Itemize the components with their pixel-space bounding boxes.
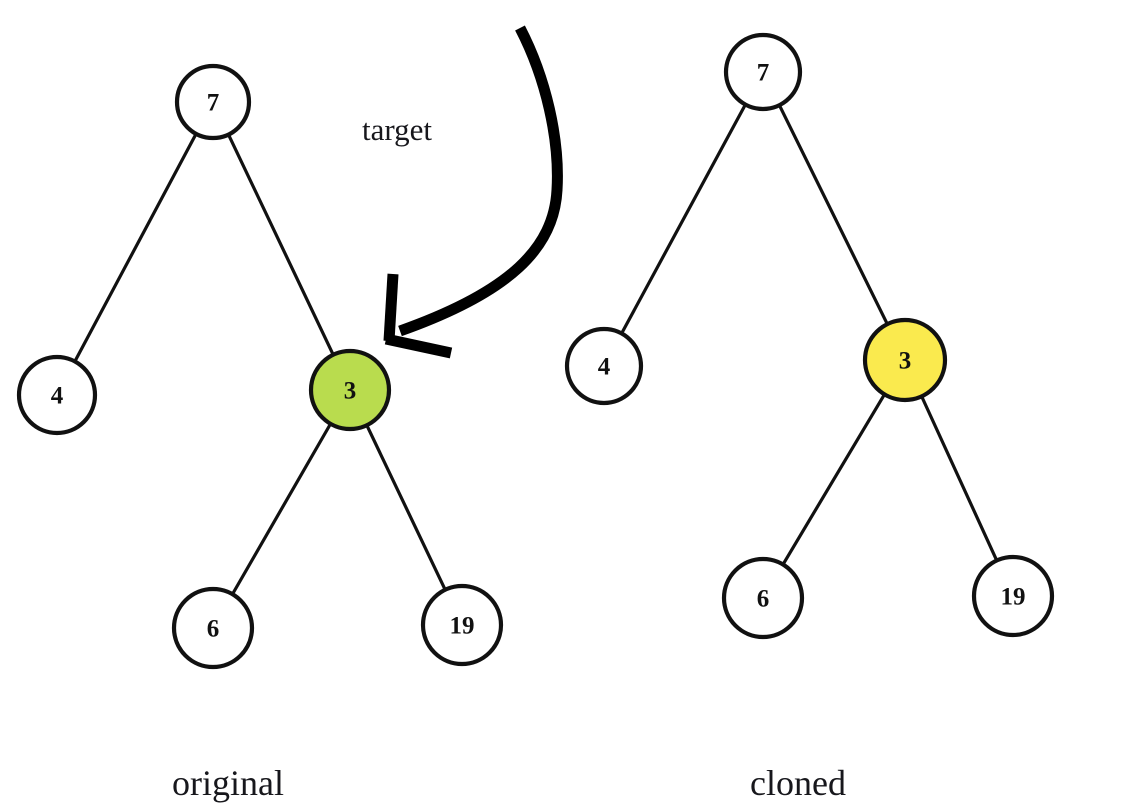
target-arrowhead-upper-icon <box>383 273 399 342</box>
tree-node-c-7[interactable]: 7 <box>723 32 803 112</box>
node-value-o-4: 4 <box>51 383 64 410</box>
node-shape-c-7[interactable] <box>723 32 803 112</box>
node-value-o-7: 7 <box>207 90 220 117</box>
tree-node-o-4[interactable]: 4 <box>16 354 98 436</box>
node-value-c-3: 3 <box>899 348 912 375</box>
tree-edge-o-7-to-o-3 <box>226 131 336 358</box>
target-annotation-label: target <box>362 112 432 147</box>
node-shape-c-3[interactable] <box>862 317 948 403</box>
tree-edge-o-3-to-o-19 <box>364 422 448 593</box>
tree-node-c-4[interactable]: 4 <box>564 326 644 406</box>
tree-node-o-19[interactable]: 19 <box>420 583 504 667</box>
node-shape-o-3[interactable] <box>308 348 392 432</box>
target-arrow-shaft-icon <box>398 25 563 337</box>
node-value-o-3: 3 <box>344 378 357 405</box>
tree-edge-o-3-to-o-6 <box>230 420 333 598</box>
node-shape-o-4[interactable] <box>16 354 98 436</box>
tree-edge-c-3-to-c-19 <box>919 393 999 564</box>
tree-edge-c-7-to-c-4 <box>619 101 748 337</box>
node-shape-o-6[interactable] <box>171 586 255 670</box>
tree-edge-o-7-to-o-4 <box>72 130 199 365</box>
node-value-c-19: 19 <box>1001 584 1026 611</box>
tree-caption-original: original <box>172 763 284 803</box>
tree-node-c-19[interactable]: 19 <box>971 554 1055 638</box>
captions-layer: original cloned <box>172 763 846 803</box>
node-shape-o-19[interactable] <box>420 583 504 667</box>
tree-node-o-6[interactable]: 6 <box>171 586 255 670</box>
tree-node-c-6[interactable]: 6 <box>721 556 805 640</box>
node-value-c-7: 7 <box>757 60 770 87</box>
node-value-o-19: 19 <box>450 613 475 640</box>
node-value-o-6: 6 <box>207 616 220 643</box>
node-shape-c-4[interactable] <box>564 326 644 406</box>
tree-node-c-3[interactable]: 3 <box>862 317 948 403</box>
annotation-layer: target <box>362 25 563 359</box>
nodes-layer: 7 4 3 6 19 7 4 3 6 19 <box>16 32 1055 670</box>
node-shape-c-19[interactable] <box>971 554 1055 638</box>
tree-node-o-7[interactable]: 7 <box>174 63 252 141</box>
edges-layer <box>72 101 999 598</box>
tree-edge-c-3-to-c-6 <box>780 391 887 568</box>
node-shape-o-7[interactable] <box>174 63 252 141</box>
node-value-c-6: 6 <box>757 586 770 613</box>
tree-caption-cloned: cloned <box>750 763 846 803</box>
target-arrowhead-lower-icon <box>384 333 453 359</box>
tree-node-o-3[interactable]: 3 <box>308 348 392 432</box>
node-shape-c-6[interactable] <box>721 556 805 640</box>
node-value-c-4: 4 <box>598 354 611 381</box>
tree-edge-c-7-to-c-3 <box>777 102 890 328</box>
